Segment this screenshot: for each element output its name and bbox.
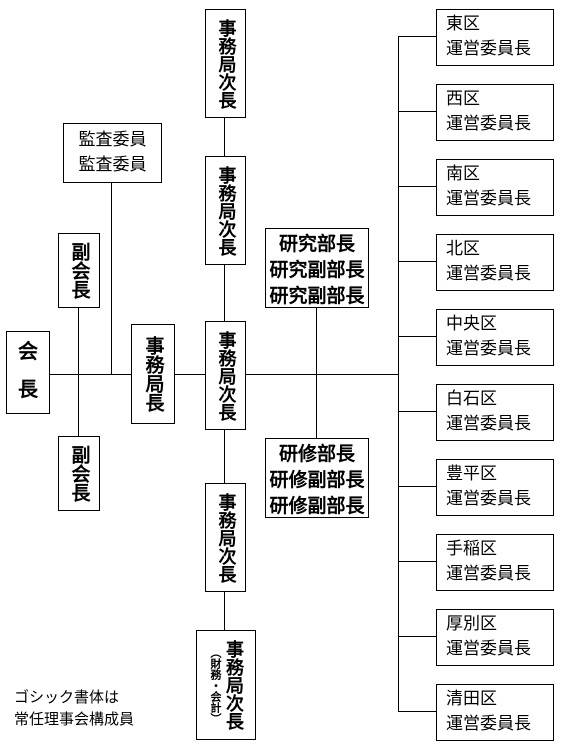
district-title: 運営委員長: [446, 564, 531, 584]
district-name: 清田区: [446, 689, 497, 709]
district-connector: [398, 411, 436, 412]
deputy-chief-box-1: 事務局次長: [205, 9, 246, 118]
president-line2: 長: [18, 377, 38, 401]
district-name: 豊平区: [446, 464, 497, 484]
research-dept-box: 研究部長 研究副部長 研究副部長: [265, 228, 369, 308]
district-name: 白石区: [446, 389, 497, 409]
vice-president-top-label: 副会長: [68, 242, 91, 299]
deputy-chief-label-5: 事務局次長: [223, 640, 244, 730]
district-box-8: 手稲区 運営委員長: [436, 534, 554, 591]
district-name: 厚別区: [446, 614, 497, 634]
district-box-6: 白石区 運営委員長: [436, 384, 554, 441]
training-deputy-2: 研修副部長: [269, 495, 365, 517]
vice-president-top-box: 副会長: [58, 233, 100, 308]
training-dept-box: 研修部長 研修副部長 研修副部長: [265, 438, 369, 518]
vice-vertical-line: [78, 308, 79, 436]
auditor-vertical-line: [111, 182, 112, 374]
district-connector: [398, 486, 436, 487]
auditor-1: 監査委員: [78, 130, 147, 150]
legend-note: ゴシック書体は 常任理事会構成員: [14, 686, 134, 730]
district-box-1: 東区 運営委員長: [436, 9, 554, 66]
district-title: 運営委員長: [446, 639, 531, 659]
deputy-chief-label-2: 事務局次長: [215, 165, 237, 256]
deputy-chief-label-3: 事務局次長: [215, 330, 237, 421]
president-line1: 会: [18, 339, 38, 363]
district-box-4: 北区 運営委員長: [436, 234, 554, 291]
district-connector: [398, 111, 436, 112]
deputy-chief-label-4: 事務局次長: [215, 492, 237, 583]
district-box-3: 南区 運営委員長: [436, 159, 554, 216]
secretary-general-box: 事務局長: [131, 324, 175, 424]
research-deputy-1: 研究副部長: [269, 259, 365, 281]
vice-president-bottom-label: 副会長: [68, 445, 91, 502]
auditors-box: 監査委員 監査委員: [63, 123, 162, 183]
research-deputy-2: 研究副部長: [269, 285, 365, 307]
deputy-chief-label-1: 事務局次長: [215, 18, 237, 109]
district-title: 運営委員長: [446, 264, 531, 284]
district-title: 運営委員長: [446, 189, 531, 209]
president-box: 会 長: [6, 331, 50, 414]
district-connector: [398, 561, 436, 562]
district-title: 運営委員長: [446, 714, 531, 734]
dept-vertical-line: [316, 308, 317, 438]
deputy-chief-box-3: 事務局次長: [205, 321, 246, 430]
district-vertical-line: [398, 36, 399, 712]
district-title: 運営委員長: [446, 339, 531, 359]
district-box-10: 清田区 運営委員長: [436, 684, 554, 741]
district-name: 東区: [446, 14, 480, 34]
district-connector: [398, 336, 436, 337]
district-connector: [398, 711, 436, 712]
vice-president-bottom-box: 副会長: [58, 436, 100, 511]
district-title: 運営委員長: [446, 39, 531, 59]
deputy-chief-box-5: 事務局次長 （財務・会計）: [196, 630, 256, 740]
deputy-chief-box-2: 事務局次長: [205, 156, 246, 265]
district-box-7: 豊平区 運営委員長: [436, 459, 554, 516]
district-box-2: 西区 運営委員長: [436, 84, 554, 141]
district-title: 運営委員長: [446, 114, 531, 134]
deputy-chief-sub-5: （財務・会計）: [209, 646, 222, 724]
district-name: 北区: [446, 239, 480, 259]
district-name: 手稲区: [446, 539, 497, 559]
secretary-general-label: 事務局長: [142, 336, 165, 412]
district-connector: [398, 261, 436, 262]
district-title: 運営委員長: [446, 489, 531, 509]
district-title: 運営委員長: [446, 414, 531, 434]
deputy-chief-box-4: 事務局次長: [205, 483, 246, 592]
legend-line-2: 常任理事会構成員: [14, 710, 135, 728]
training-head: 研修部長: [278, 443, 355, 465]
district-box-9: 厚別区 運営委員長: [436, 609, 554, 666]
district-connector: [398, 636, 436, 637]
district-name: 南区: [446, 164, 480, 184]
district-box-5: 中央区 運営委員長: [436, 309, 554, 366]
auditor-2: 監査委員: [78, 155, 147, 175]
district-name: 中央区: [446, 314, 497, 334]
research-head: 研究部長: [278, 233, 355, 255]
district-connector: [398, 186, 436, 187]
legend-line-1: ゴシック書体は: [14, 688, 120, 706]
district-connector: [398, 36, 436, 37]
district-name: 西区: [446, 89, 480, 109]
training-deputy-1: 研修副部長: [269, 469, 365, 491]
